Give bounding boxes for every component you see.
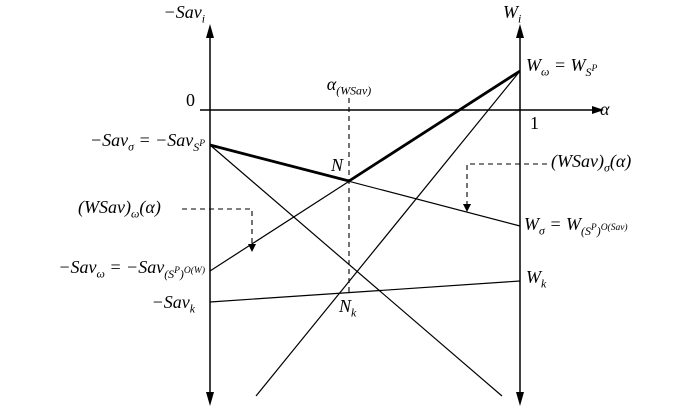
right-axis-bottom-arrow-icon — [516, 392, 524, 406]
left-axis-bottom-arrow-icon — [206, 392, 214, 406]
k-line — [209, 280, 521, 303]
w-sigma-label: Wσ = W(SP)O(Sav) — [524, 214, 628, 238]
wsav-omega-label: (WSav)ω(α) — [78, 197, 161, 221]
sav-omega-label: −Savω = −Sav(SP)O(W) — [58, 257, 205, 281]
descending-sp-line — [209, 144, 503, 397]
wsav-omega-pointer-arrowhead-icon — [248, 244, 256, 252]
left-axis-top-arrow-icon — [206, 24, 214, 38]
w-k-label: Wk — [526, 267, 547, 291]
wsav-sigma-pointer-arrowhead-icon — [463, 204, 471, 212]
one-tick-label: 1 — [530, 113, 539, 133]
n-point-label: N — [331, 155, 344, 175]
wsav-omega-pointer-dashed — [182, 208, 253, 244]
right-axis-label: Wi — [503, 2, 522, 26]
w-omega-label: Wω = WSP — [526, 55, 598, 79]
right-axis-top-arrow-icon — [516, 24, 524, 38]
origin-tick-label: 0 — [186, 90, 195, 110]
wsav-sigma-pointer-dashed — [466, 163, 547, 204]
sav-sigma-label: −Savσ = −SavSP — [89, 130, 205, 154]
alpha-axis-arrow-icon — [592, 106, 604, 114]
sav-k-label: −Savk — [151, 292, 195, 316]
n-k-point-label: Nk — [339, 296, 357, 320]
wsav-sigma-label: (WSav)σ(α) — [551, 151, 632, 175]
ascending-sp-line — [255, 70, 521, 397]
alpha-wsav-label: α(WSav) — [326, 74, 372, 98]
left-axis-label: −Savi — [163, 2, 205, 26]
alpha-axis-label: α — [600, 99, 610, 119]
